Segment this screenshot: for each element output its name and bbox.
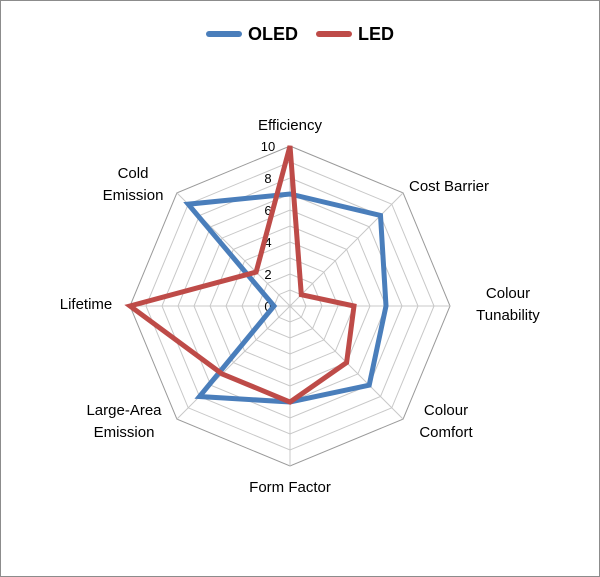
tick-label: 4 xyxy=(264,235,271,250)
axis-label: Cost Barrier xyxy=(409,178,489,195)
legend-label-led: LED xyxy=(358,23,394,44)
axis-label: Lifetime xyxy=(60,296,113,313)
tick-label: 2 xyxy=(264,267,271,282)
legend-entry-oled: OLED xyxy=(205,23,298,45)
axis-label: Efficiency xyxy=(258,117,322,134)
series-line-led xyxy=(124,145,357,405)
legend-entry-led: LED xyxy=(316,24,394,45)
tick-label: 6 xyxy=(264,203,271,218)
axis-spoke xyxy=(289,192,404,307)
legend: OLED LED xyxy=(1,19,599,49)
axis-label: Form Factor xyxy=(249,479,331,496)
axis-spoke xyxy=(176,305,291,420)
legend-swatch-led xyxy=(316,31,352,37)
tick-label: 0 xyxy=(264,299,271,314)
tick-label: 10 xyxy=(261,139,275,154)
legend-label-oled: OLED xyxy=(247,23,298,44)
legend-swatch-oled xyxy=(205,31,242,37)
tick-label: 8 xyxy=(264,171,271,186)
